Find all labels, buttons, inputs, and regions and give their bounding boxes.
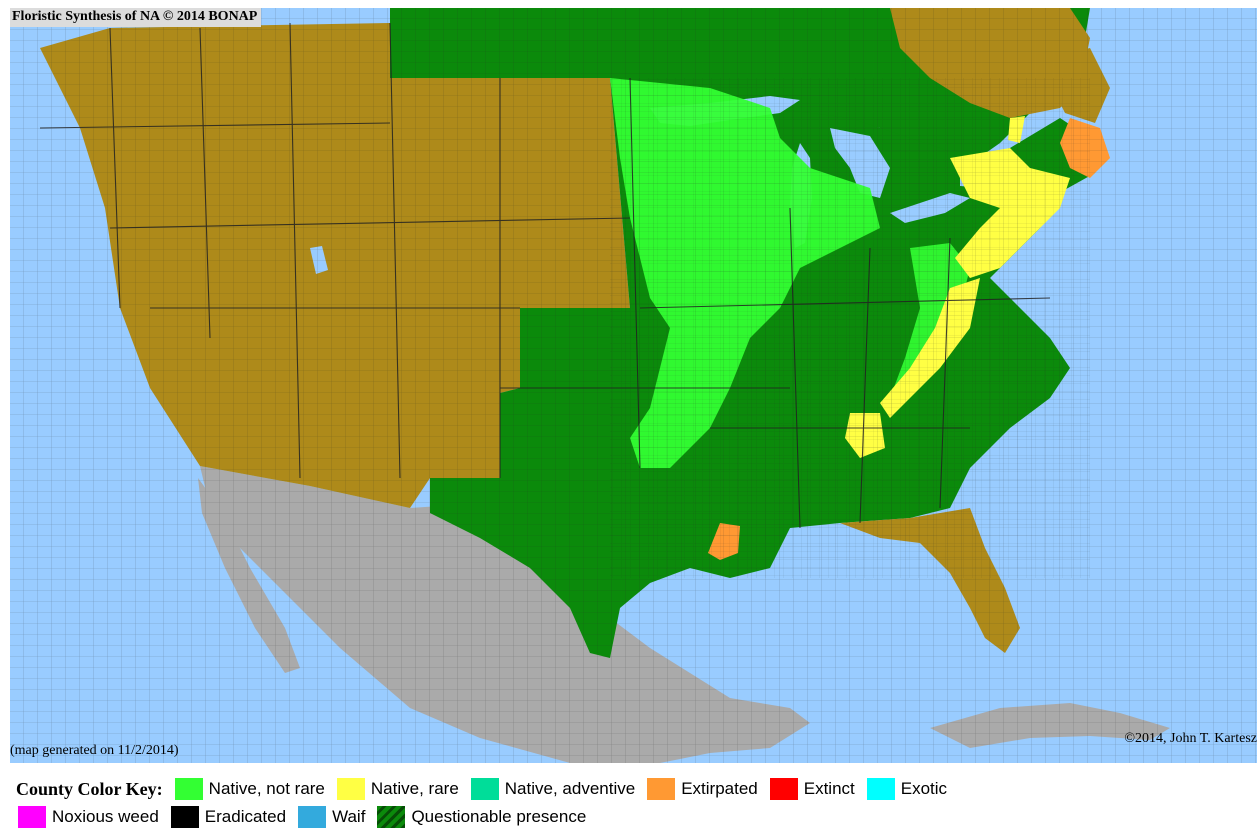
swatch-noxious-weed [18,806,46,828]
legend-item-noxious-weed: Noxious weed [18,806,159,828]
swatch-exotic [866,778,895,800]
legend-item-native-not-rare: Native, not rare [174,778,325,800]
legend-row-1: County Color Key: Native, not rare Nativ… [10,776,959,802]
legend-item-waif: Waif [298,806,365,828]
legend-title: County Color Key: [16,778,163,799]
swatch-native-not-rare [174,778,203,800]
copyright-note: ©2014, John T. Kartesz [1124,731,1257,746]
legend-label: Native, not rare [208,779,325,798]
legend-item-eradicated: Eradicated [170,806,287,828]
map-title: Floristic Synthesis of NA © 2014 BONAP [10,8,262,27]
legend-label: Extinct [803,779,855,798]
legend-label: Native, adventive [504,779,636,798]
legend-label: Native, rare [370,779,459,798]
county-color-key: County Color Key: Native, not rare Nativ… [10,774,1257,832]
legend-item-native-adventive: Native, adventive [470,778,636,800]
swatch-extirpated [647,778,676,800]
legend-label: Eradicated [204,807,287,826]
legend-item-exotic: Exotic [866,778,948,800]
legend-label: Exotic [900,779,948,798]
swatch-native-adventive [470,778,499,800]
swatch-eradicated [170,806,199,828]
legend-item-extirpated: Extirpated [647,778,758,800]
legend-row-2: Noxious weed Eradicated Waif Questionabl… [18,804,598,830]
legend-label: Waif [332,807,366,826]
legend-label: Questionable presence [411,807,587,826]
swatch-extinct [769,778,798,800]
distribution-map: Floristic Synthesis of NA © 2014 BONAP (… [10,8,1257,763]
legend-label: Extirpated [681,779,758,798]
legend-item-extinct: Extinct [769,778,855,800]
swatch-questionable-presence [377,806,406,828]
map-canvas [10,8,1257,763]
swatch-native-rare [336,778,365,800]
legend-item-native-rare: Native, rare [336,778,459,800]
legend-label: Noxious weed [52,807,159,826]
generated-date-note: (map generated on 11/2/2014) [10,743,179,758]
legend-item-questionable-presence: Questionable presence [377,806,586,828]
swatch-waif [298,806,327,828]
